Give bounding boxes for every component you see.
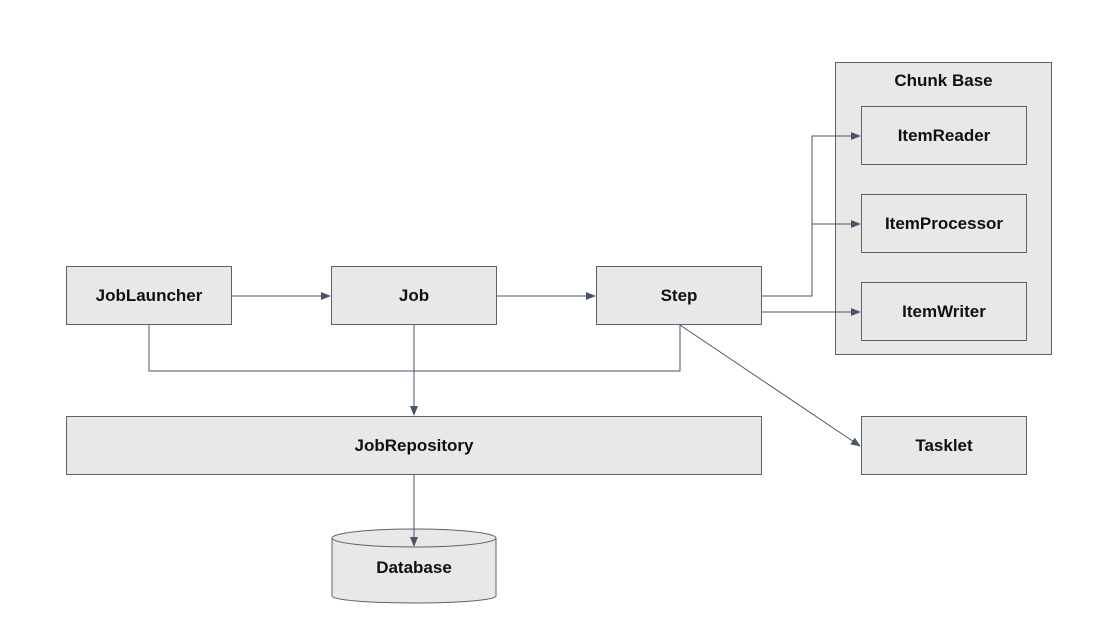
- edge-step-tasklet: [679, 324, 861, 447]
- job-repository-node: JobRepository: [66, 416, 762, 475]
- edge-step-itemreader: [762, 132, 861, 297]
- database-label: Database: [376, 558, 452, 577]
- chunk-base-title: Chunk Base: [894, 71, 993, 90]
- item-reader-node: ItemReader: [861, 106, 1027, 165]
- job-node: Job: [331, 266, 497, 325]
- tasklet-node: Tasklet: [861, 416, 1027, 475]
- job-launcher-node: JobLauncher: [66, 266, 232, 325]
- step-node: Step: [596, 266, 762, 325]
- item-writer-node: ItemWriter: [861, 282, 1027, 341]
- item-processor-node: ItemProcessor: [861, 194, 1027, 253]
